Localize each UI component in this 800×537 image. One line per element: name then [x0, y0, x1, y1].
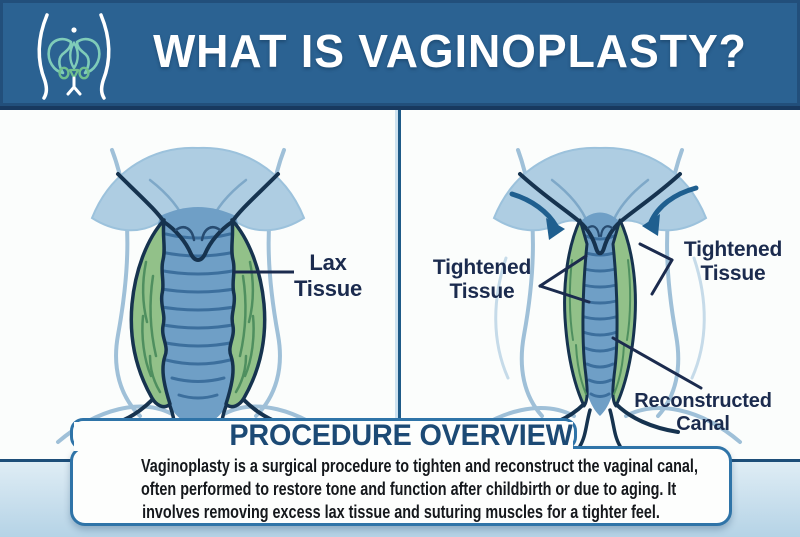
label-leader-lines: [538, 242, 703, 390]
overview-line-2: often performed to restore tone and func…: [141, 479, 677, 499]
labia-detail-lines: [586, 225, 614, 238]
pelvis-icon: [37, 13, 111, 100]
inward-arrow-left-icon: [509, 191, 565, 240]
inward-arrow-right-icon: [642, 185, 699, 236]
lax-anatomy-illustration: [56, 146, 340, 460]
mons-shape: [90, 146, 306, 240]
panel-after: Tightened Tissue Tightened Tissue Recons…: [400, 110, 800, 460]
header-banner: WHAT IS VAGINOPLASTY?: [0, 0, 800, 110]
tissue-texture-lines: [141, 260, 255, 394]
tightened-tissue-label-left: Tightened Tissue: [432, 256, 532, 303]
overview-line-1: Vaginoplasty is a surgical procedure to …: [141, 456, 698, 476]
panel-divider-highlight: [395, 110, 398, 462]
overview-box-join: [74, 422, 573, 451]
lax-tissue-label: Lax Tissue: [293, 250, 363, 301]
panel-before: Lax Tissue: [0, 110, 400, 460]
reconstructed-canal-label: Reconstructed Canal: [634, 390, 772, 435]
panel-divider: [398, 110, 401, 462]
canal-shape: [150, 207, 246, 426]
overview-text: Vaginoplasty is a surgical procedure to …: [76, 455, 726, 524]
overview-title: PROCEDURE OVERVIEW: [229, 419, 573, 452]
tightened-tissue-label-right: Tightened Tissue: [683, 238, 783, 285]
labia-detail-lines: [174, 226, 222, 242]
highlight-arc-lines: [494, 256, 706, 380]
overview-line-3: involves removing excess lax tissue and …: [142, 502, 660, 522]
tightened-anatomy-illustration: [458, 146, 742, 460]
page-title: WHAT IS VAGINOPLASTY?: [153, 25, 747, 77]
